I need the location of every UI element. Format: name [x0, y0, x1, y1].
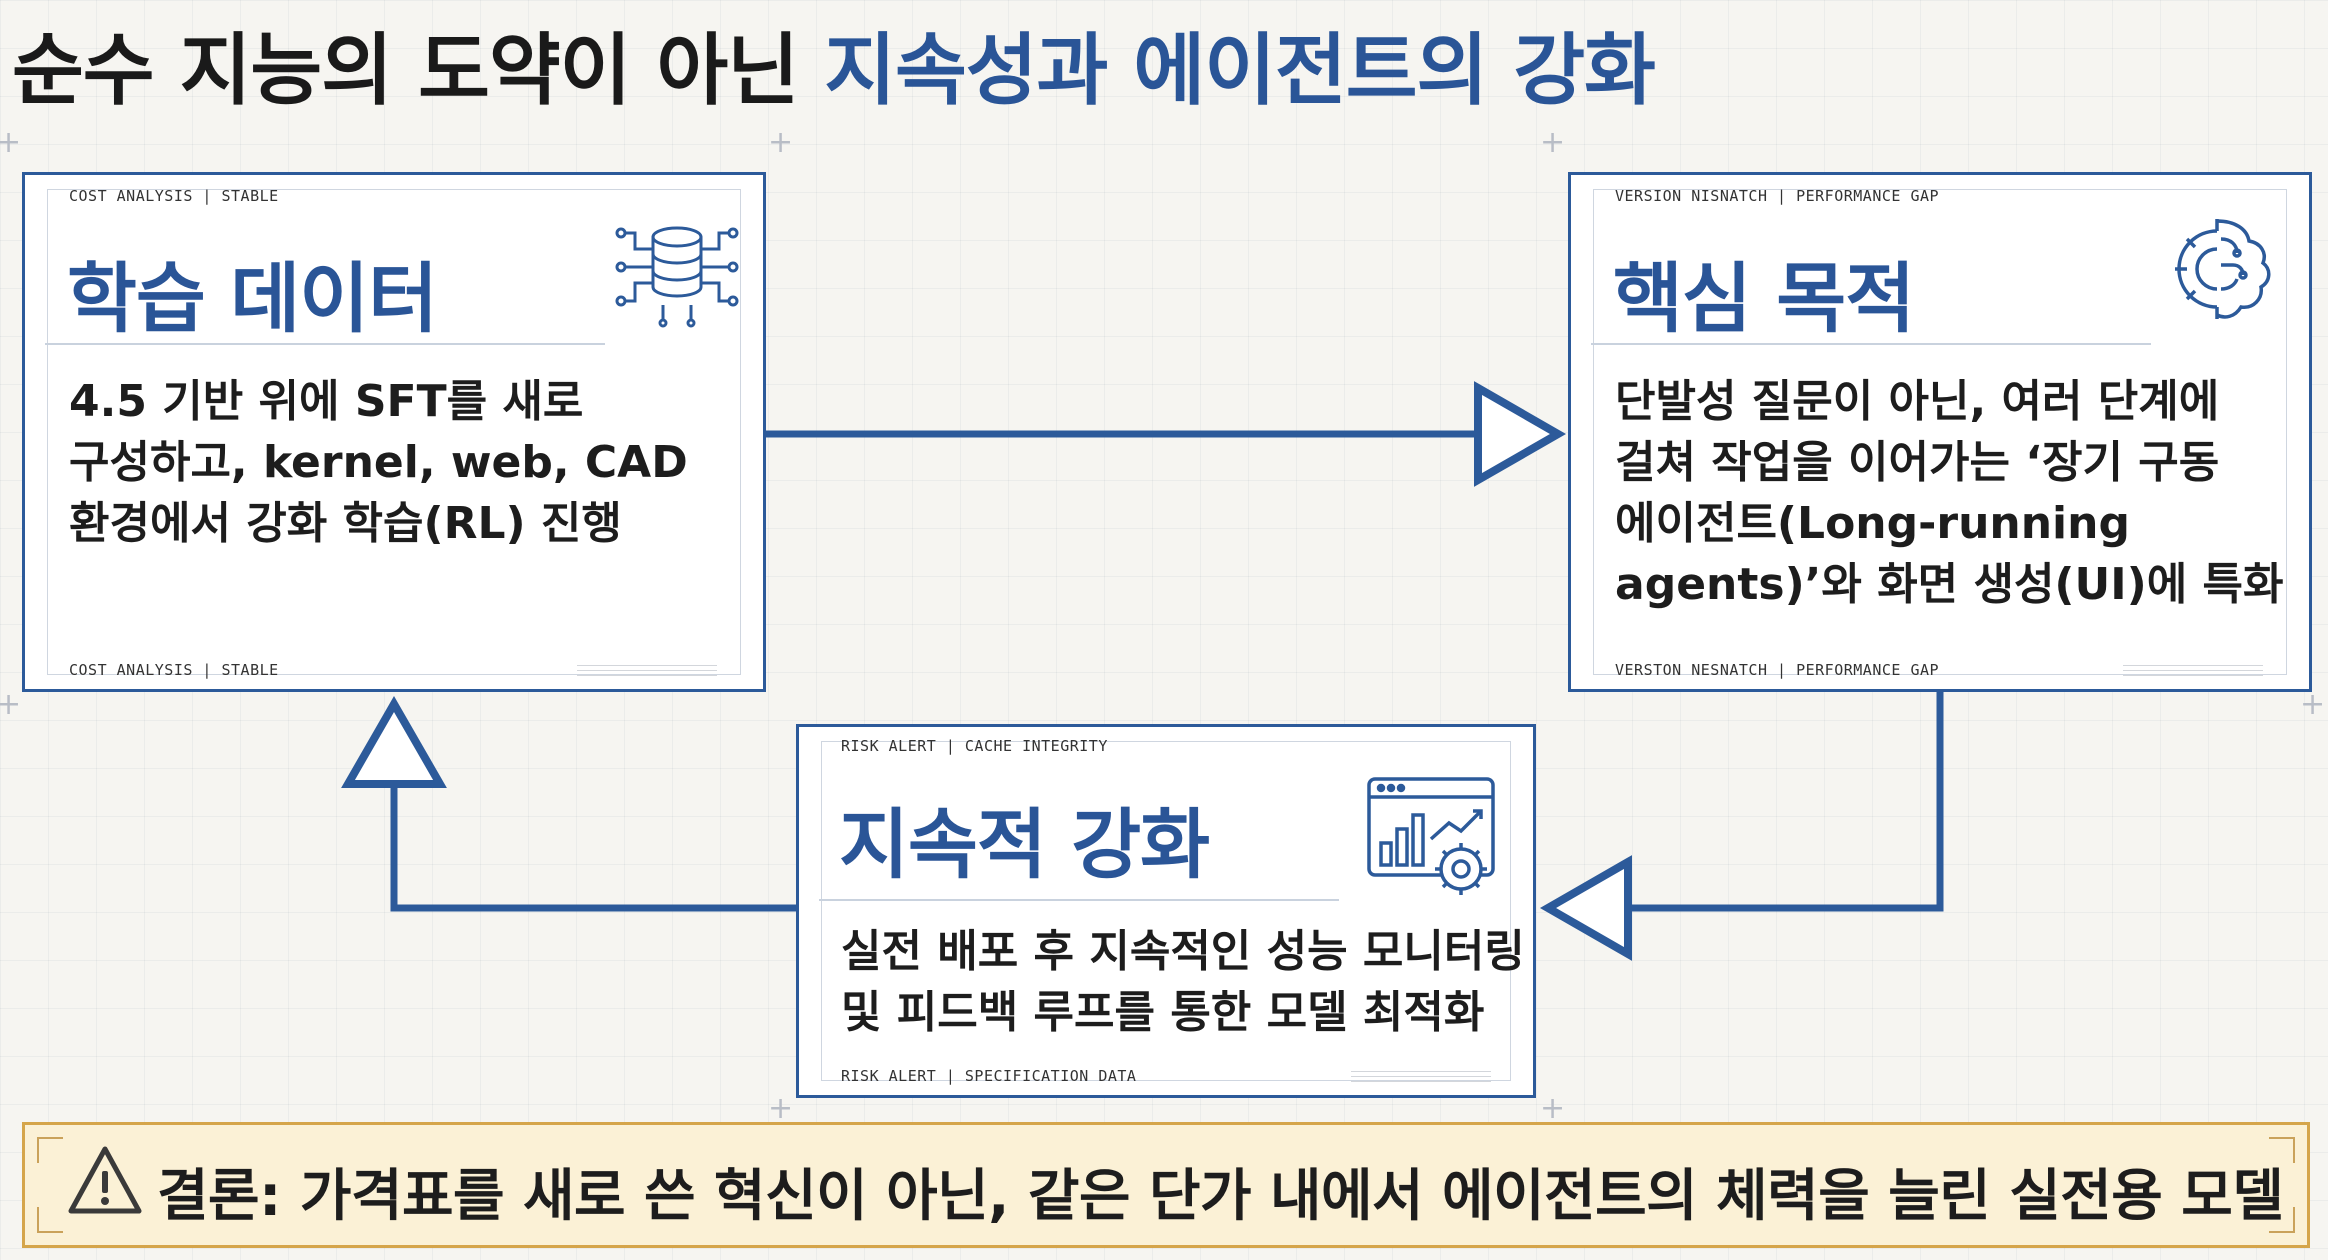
corner-bracket — [2269, 1207, 2295, 1233]
corner-bracket — [37, 1137, 63, 1163]
database-circuit-icon — [615, 226, 739, 328]
crosshair-mark: + — [768, 1091, 794, 1126]
corner-bracket — [2269, 1137, 2295, 1163]
fine-print-decoration — [2123, 665, 2263, 679]
gear-brain-icon — [2175, 219, 2271, 319]
card-title: 핵심 목적 — [1613, 254, 1915, 343]
corner-bracket — [37, 1207, 63, 1233]
card-core-purpose: VERSION NISNATCH | PERFORMANCE GAP 핵심 목적… — [1568, 172, 2312, 692]
conclusion-text: 결론: 가격표를 새로 쓴 혁신이 아닌, 같은 단가 내에서 에이전트의 체력… — [157, 1164, 2284, 1229]
dashboard-chart-gear-icon — [1367, 777, 1495, 895]
card-meta-bottom: VERSTON NESNATCH | PERFORMANCE GAP — [1615, 661, 1940, 679]
card-meta-bottom: RISK ALERT | SPECIFICATION DATA — [841, 1067, 1137, 1085]
card-meta-top: COST ANALYSIS | STABLE — [69, 187, 279, 205]
card-meta-top: RISK ALERT | CACHE INTEGRITY — [841, 737, 1108, 755]
fine-print-decoration — [577, 665, 717, 679]
crosshair-mark: + — [0, 125, 22, 160]
title-divider — [1591, 343, 2151, 345]
conclusion-banner: 결론: 가격표를 새로 쓴 혁신이 아닌, 같은 단가 내에서 에이전트의 체력… — [22, 1122, 2310, 1248]
arrow-training-to-purpose — [764, 381, 1567, 487]
fine-print-decoration — [1351, 1071, 1491, 1085]
crosshair-mark: + — [1540, 125, 1566, 160]
title-accent: 지속성과 에이전트의 강화 — [824, 26, 1656, 116]
card-meta-bottom: COST ANALYSIS | STABLE — [69, 661, 279, 679]
crosshair-mark: + — [0, 687, 22, 722]
arrow-reinforce-to-training — [341, 695, 796, 912]
card-body: 단발성 질문이 아닌, 여러 단계에 걸쳐 작업을 이어가는 ‘장기 구동 에이… — [1615, 376, 2284, 610]
crosshair-mark: + — [1540, 1091, 1566, 1126]
card-continuous-reinforcement: RISK ALERT | CACHE INTEGRITY 지속적 강화 실전 배… — [796, 724, 1536, 1098]
card-body: 4.5 기반 위에 SFT를 새로 구성하고, kernel, web, CAD… — [69, 376, 688, 549]
crosshair-mark: + — [768, 125, 794, 160]
card-body: 실전 배포 후 지속적인 성능 모니터링 및 피드백 루프를 통한 모델 최적화 — [841, 926, 1525, 1038]
card-training-data: COST ANALYSIS | STABLE 학습 데이터 4.5 기반 위에 … — [22, 172, 766, 692]
warning-icon — [68, 1146, 142, 1214]
card-meta-top: VERSION NISNATCH | PERFORMANCE GAP — [1615, 187, 1940, 205]
card-title: 학습 데이터 — [67, 254, 438, 343]
arrow-purpose-to-reinforce — [1539, 690, 1944, 961]
title-prefix: 순수 지능의 도약이 아닌 — [12, 26, 799, 116]
title-divider — [45, 343, 605, 345]
title-divider — [819, 899, 1339, 901]
card-title: 지속적 강화 — [839, 800, 1210, 889]
page-title: 순수 지능의 도약이 아닌 지속성과 에이전트의 강화 — [12, 8, 1656, 120]
crosshair-mark: + — [2300, 687, 2326, 722]
